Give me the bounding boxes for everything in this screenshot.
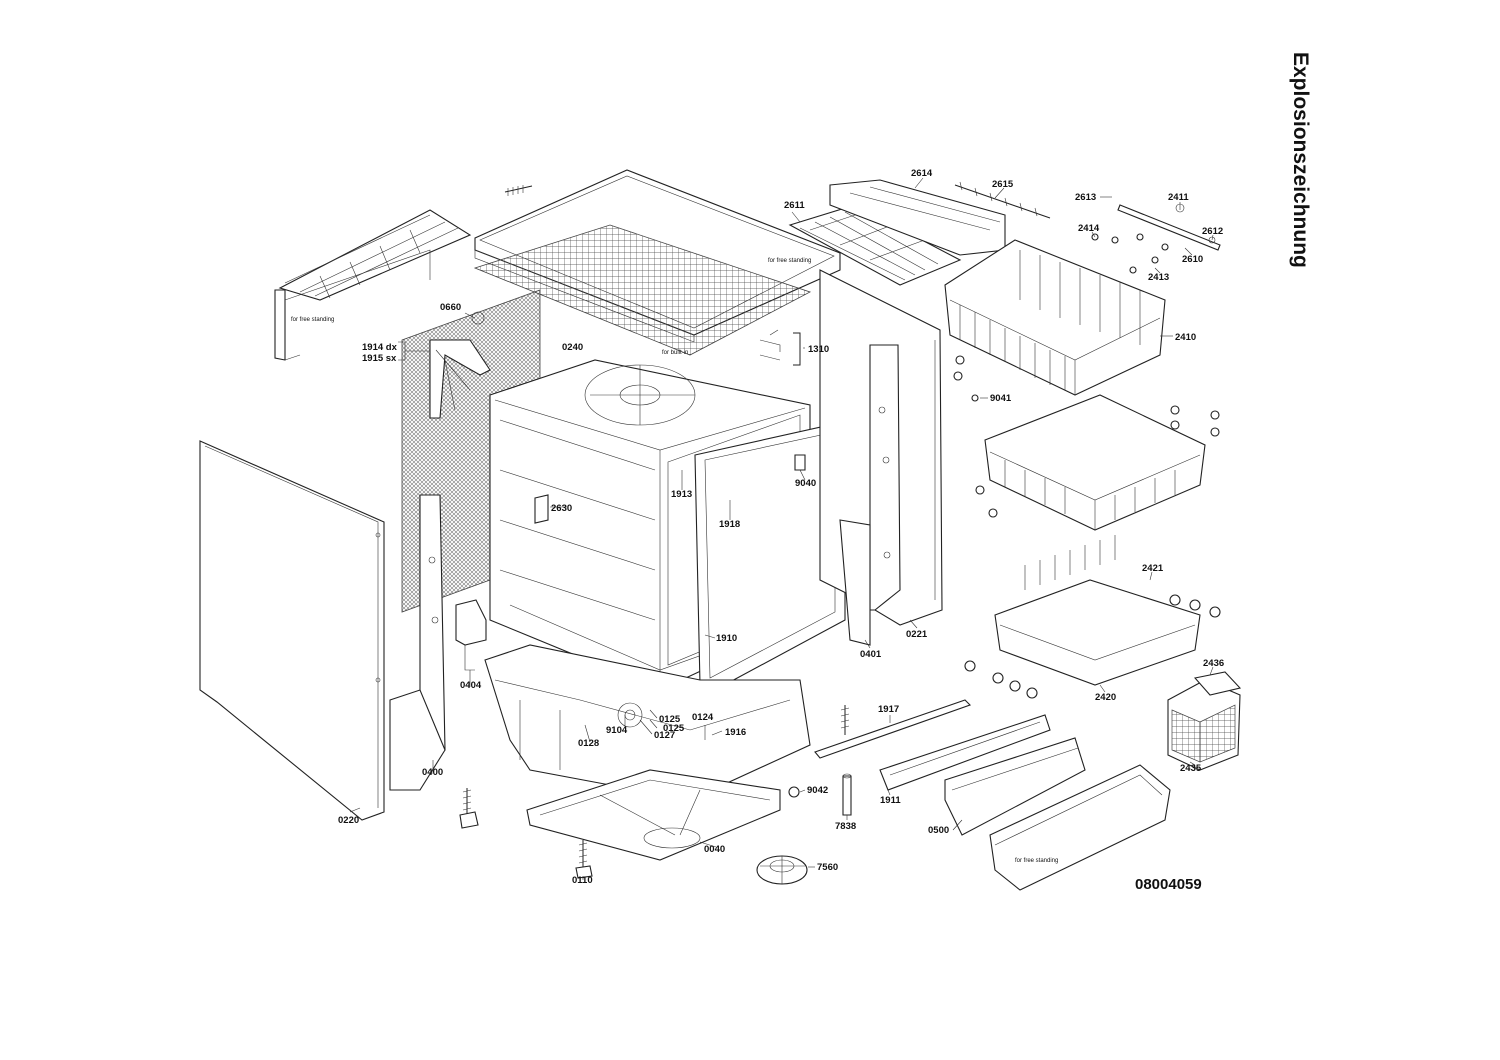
label-1910: 1910: [716, 633, 737, 644]
rod-7838: [842, 773, 852, 816]
foot-left: [459, 788, 479, 829]
foot-front: [575, 840, 593, 879]
screw-top: [504, 185, 533, 196]
label-9041: 9041: [990, 393, 1012, 404]
label-0125b: 0125: [659, 714, 681, 725]
label-0128: 0128: [578, 738, 599, 749]
label-1916: 1916: [725, 727, 746, 738]
label-0221: 0221: [906, 629, 928, 640]
clip-9042: [788, 786, 800, 798]
label-0660: 0660: [440, 302, 461, 313]
side-rail-0401: [839, 344, 901, 646]
side-rail-0400: [389, 494, 446, 791]
label-2411: 2411: [1168, 192, 1189, 203]
label-9040: 9040: [795, 478, 816, 489]
label-0500: 0500: [928, 825, 949, 836]
drawing-title: Explosionszeichnung: [1289, 52, 1312, 268]
upper-basket-2410: [944, 239, 1166, 396]
label-9104: 9104: [606, 725, 628, 736]
label-0125a: 0125: [663, 723, 685, 734]
basket-wheels: [953, 233, 1221, 699]
plinth-free-standing: [989, 764, 1171, 891]
plinth-0500: [944, 737, 1086, 836]
note-free-standing-left: for free standing: [291, 317, 334, 323]
top-trim-free-standing-left: [274, 209, 472, 361]
label-1914: 1914 dx: [362, 342, 398, 353]
rail-1911: [879, 714, 1051, 791]
pump-7560: [756, 855, 808, 885]
label-7560: 7560: [817, 862, 838, 873]
part-0404: [455, 599, 487, 671]
side-panel-0220: [199, 440, 385, 821]
label-2421: 2421: [1142, 563, 1164, 574]
label-0401: 0401: [860, 649, 882, 660]
lower-basket: [984, 394, 1206, 531]
base-sump: [484, 644, 811, 801]
corner-bracket-1914-1915: [429, 311, 491, 419]
label-0124: 0124: [692, 712, 714, 723]
rack-rail-2615: [954, 181, 1051, 219]
label-0404: 0404: [460, 680, 482, 691]
top-insulation: [473, 224, 812, 356]
label-0220: 0220: [338, 815, 359, 826]
cutlery-tray-2611: [788, 204, 962, 286]
label-1915: 1915 sx: [362, 353, 397, 364]
label-1913: 1913: [671, 489, 692, 500]
label-0127: 0127: [654, 730, 675, 741]
label-2615: 2615: [992, 179, 1014, 190]
label-9042: 9042: [807, 785, 828, 796]
label-0240: 0240: [562, 342, 583, 353]
label-2410: 2410: [1175, 332, 1196, 343]
label-2612: 2612: [1202, 226, 1223, 237]
base-tray-0040: [526, 769, 781, 861]
label-2436: 2436: [1203, 658, 1224, 669]
cutlery-basket-2435: [1167, 671, 1242, 771]
label-7838: 7838: [835, 821, 856, 832]
label-2614: 2614: [911, 168, 933, 179]
clips-1310: [759, 329, 801, 366]
foot-rear: [840, 705, 850, 735]
label-0040: 0040: [704, 844, 725, 855]
label-1310: 1310: [808, 344, 829, 355]
label-0110: 0110: [572, 875, 593, 886]
label-2610: 2610: [1182, 254, 1203, 265]
label-0400: 0400: [422, 767, 443, 778]
label-1918: 1918: [719, 519, 740, 530]
label-2414: 2414: [1078, 223, 1100, 234]
label-2413: 2413: [1148, 272, 1169, 283]
note-free-standing-top: for free standing: [768, 258, 811, 264]
part-9040: [794, 454, 806, 471]
dish-rack-2420: [994, 535, 1201, 686]
label-1917: 1917: [878, 704, 899, 715]
note-free-standing-bottom: for free standing: [1015, 858, 1058, 864]
label-2420: 2420: [1095, 692, 1116, 703]
rail-1917: [814, 699, 972, 759]
label-2613: 2613: [1075, 192, 1096, 203]
callout-leaders: [349, 177, 1214, 880]
label-1911: 1911: [880, 795, 901, 806]
note-built-in: for built-in: [662, 350, 688, 356]
drawing-number: 08004059: [1135, 876, 1202, 893]
label-2435: 2435: [1180, 763, 1202, 774]
label-2611: 2611: [784, 200, 805, 211]
label-2630: 2630: [551, 503, 572, 514]
